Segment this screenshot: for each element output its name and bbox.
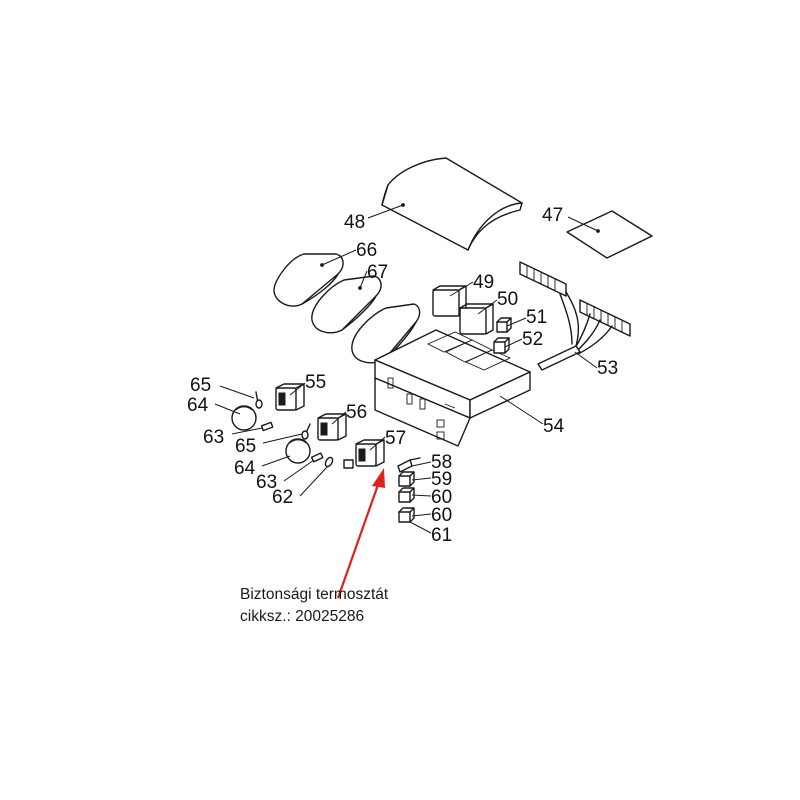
part-54-control-box bbox=[374, 329, 531, 447]
part-62-small-ring bbox=[324, 456, 334, 468]
callout-labels: 48 47 66 67 49 50 51 52 53 54 55 56 57 6… bbox=[187, 205, 618, 546]
part-60-switch bbox=[398, 487, 415, 503]
callout-58: 58 bbox=[431, 452, 452, 473]
part-55-relay bbox=[275, 383, 305, 411]
part-63-shaft bbox=[260, 421, 274, 432]
part-48-top-cover bbox=[381, 157, 523, 251]
part-63-shaft-lower bbox=[310, 452, 324, 463]
callout-65-upper: 65 bbox=[190, 375, 211, 396]
callout-64-upper: 64 bbox=[187, 395, 209, 416]
part-53-terminal-strip-with-wires bbox=[519, 261, 631, 371]
callout-52: 52 bbox=[522, 329, 543, 350]
callout-65-lower: 65 bbox=[235, 436, 256, 457]
part-65-indicator-lamp-lower bbox=[301, 423, 311, 440]
callout-63-upper: 63 bbox=[203, 427, 224, 448]
part-66-rounded-panel bbox=[273, 253, 344, 307]
callout-60-lower: 60 bbox=[431, 505, 452, 526]
connector-block bbox=[343, 459, 354, 469]
part-52-small-block bbox=[493, 337, 510, 354]
caption-part-number: cikksz.: 20025286 bbox=[240, 608, 365, 625]
callout-53: 53 bbox=[597, 358, 618, 379]
callout-59: 59 bbox=[431, 469, 452, 490]
callout-67: 67 bbox=[367, 262, 388, 283]
part-50-module bbox=[459, 303, 494, 335]
callout-62: 62 bbox=[272, 487, 293, 508]
part-64-knob bbox=[231, 405, 257, 431]
callout-54: 54 bbox=[543, 416, 565, 437]
callout-61: 61 bbox=[431, 525, 452, 546]
part-57-safety-thermostat bbox=[355, 439, 385, 467]
part-56-relay bbox=[317, 413, 347, 441]
part-caption: Biztonsági termosztát cikksz.: 20025286 bbox=[240, 584, 500, 628]
callout-50: 50 bbox=[497, 289, 518, 310]
callout-55: 55 bbox=[305, 372, 326, 393]
part-60-switch-second bbox=[398, 507, 415, 523]
part-51-small-block bbox=[496, 317, 512, 333]
callout-49: 49 bbox=[473, 272, 494, 293]
part-67-rounded-panel bbox=[311, 275, 382, 334]
leader-lines bbox=[214, 204, 599, 534]
part-47-flat-sheet bbox=[566, 210, 653, 259]
callout-47: 47 bbox=[542, 205, 563, 226]
part-64-knob-lower bbox=[285, 438, 311, 464]
part-65-indicator-lamp bbox=[255, 391, 263, 409]
callout-60-upper: 60 bbox=[431, 487, 452, 508]
part-59-switch bbox=[398, 471, 415, 487]
callout-64-lower: 64 bbox=[234, 458, 256, 479]
callout-51: 51 bbox=[526, 307, 547, 328]
caption-title: Biztonsági termosztát bbox=[240, 586, 389, 603]
callout-66: 66 bbox=[356, 240, 377, 261]
highlight-arrow bbox=[336, 468, 385, 599]
callout-48: 48 bbox=[344, 212, 365, 233]
callout-57: 57 bbox=[385, 428, 406, 449]
callout-56: 56 bbox=[346, 402, 367, 423]
callout-63-lower: 63 bbox=[256, 472, 277, 493]
